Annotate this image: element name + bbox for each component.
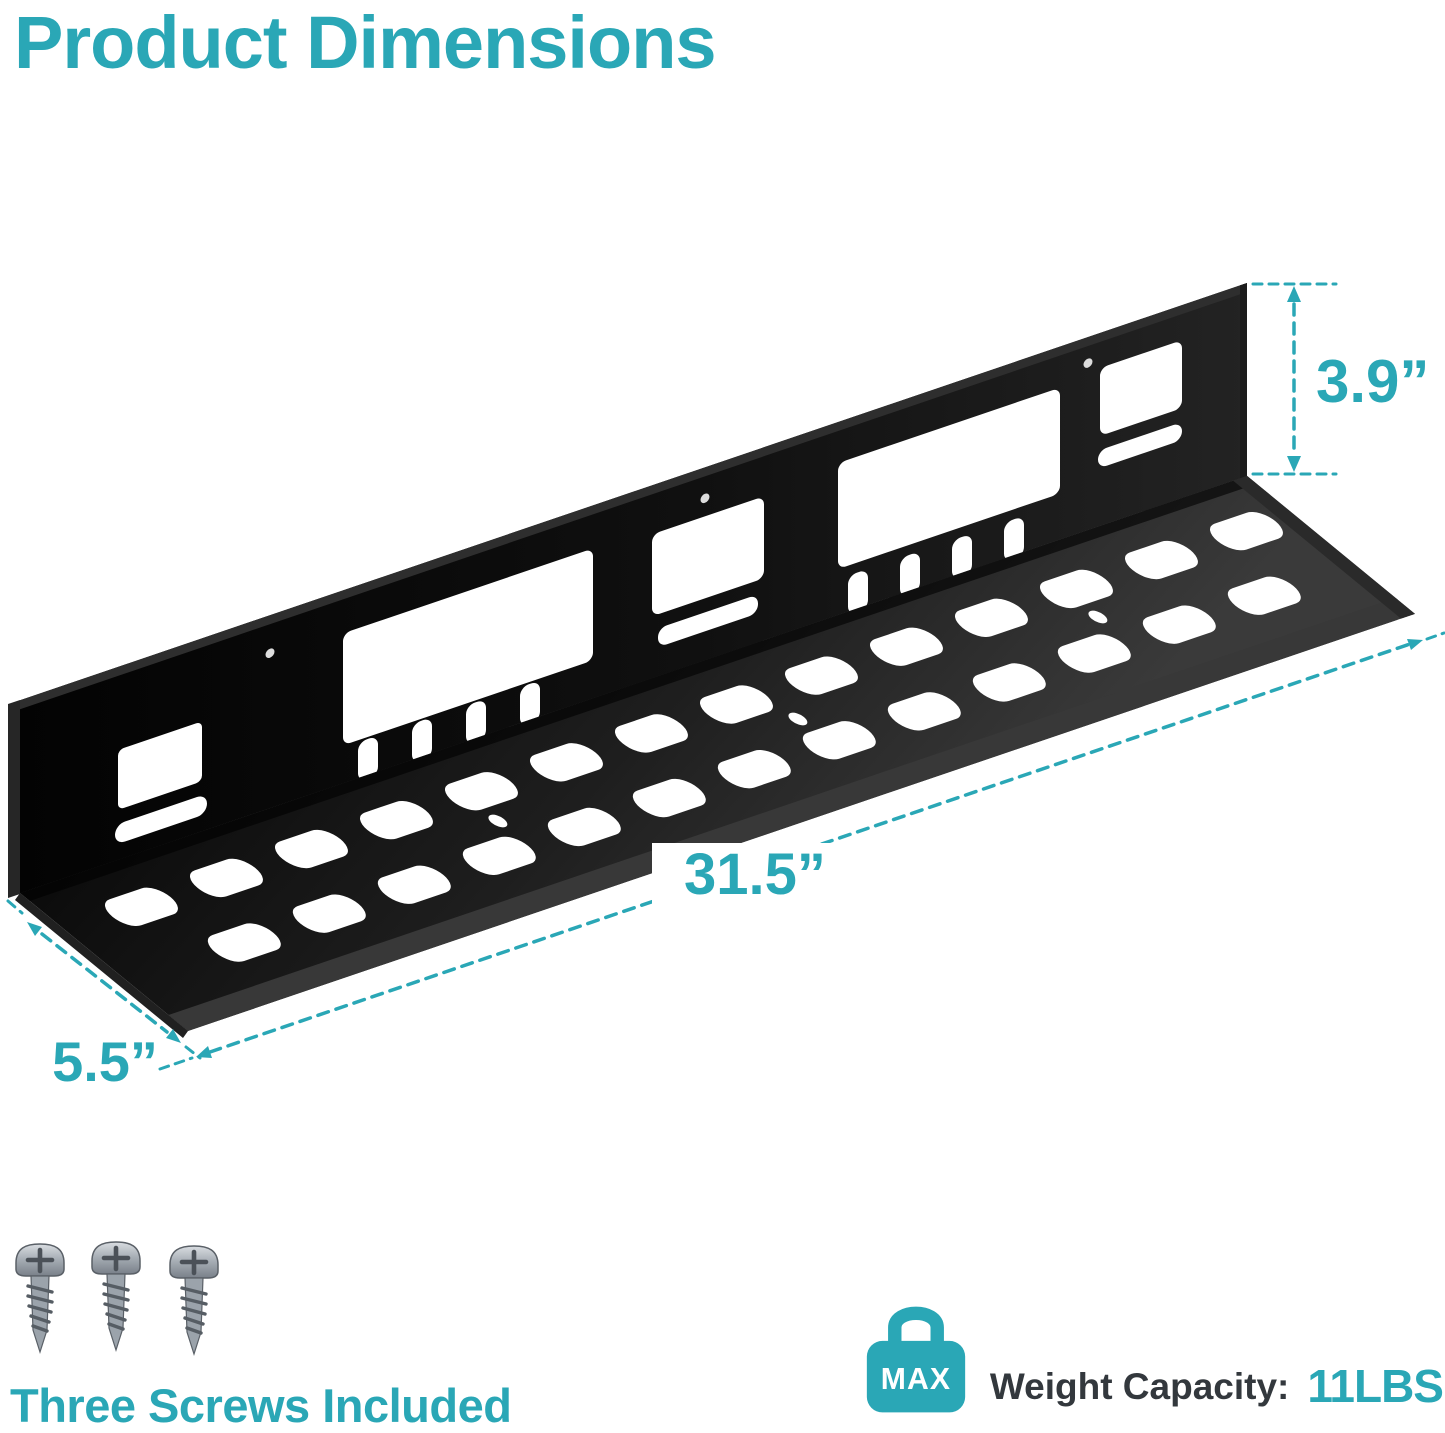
cable-notches — [358, 518, 1024, 780]
tray-left-end-cap — [8, 700, 188, 1038]
page-title: Product Dimensions — [14, 1, 717, 84]
cable-tray — [8, 283, 1415, 1038]
weight-capacity-label: Weight Capacity: — [989, 1366, 1290, 1407]
height-dimension-line — [1251, 282, 1338, 476]
tray-back-panel — [20, 283, 1247, 894]
weight-capacity-block: MAX Weight Capacity: 11LBS — [860, 1290, 1444, 1418]
weight-capacity-value: 11LBS — [1307, 1360, 1444, 1412]
length-dimension-label: 31.5” — [652, 843, 858, 907]
screw-icon — [10, 1238, 245, 1380]
tray-floor — [20, 475, 1415, 1031]
screws-included-label: Three Screws Included — [10, 1379, 512, 1432]
weight-max-icon: MAX — [866, 1306, 966, 1413]
screws-included-block: Three Screws Included — [10, 1238, 610, 1432]
mounting-holes — [265, 358, 1093, 658]
height-dimension-label: 3.9” — [1316, 348, 1430, 415]
back-panel-cutouts — [115, 342, 1182, 843]
weight-max-badge: MAX — [881, 1363, 951, 1396]
floor-slots — [104, 511, 1301, 962]
depth-dimension-label: 5.5” — [52, 1030, 158, 1093]
depth-dimension-line — [6, 899, 202, 1060]
